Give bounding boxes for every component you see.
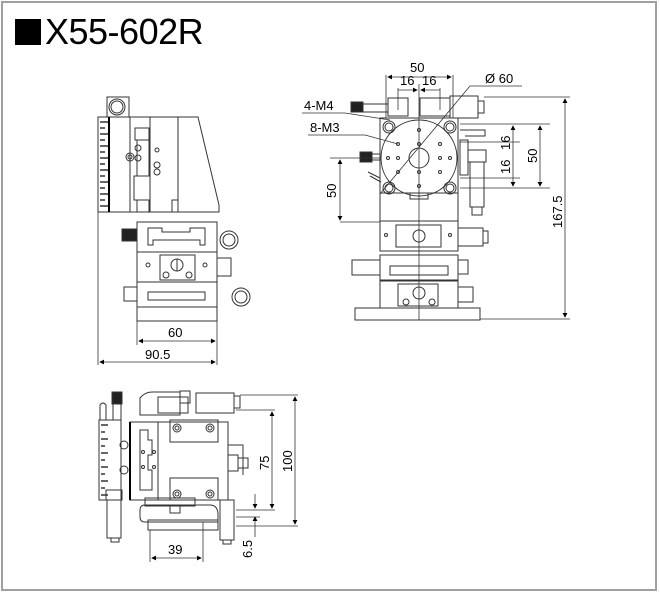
dim-hole-spacing-left: 16 bbox=[400, 73, 414, 88]
dim-offset-width: 39 bbox=[168, 542, 182, 557]
side-view-dimension-lines bbox=[97, 212, 218, 365]
dim-right-spacing-lower: 16 bbox=[498, 160, 513, 174]
dim-hole-spacing-total: 50 bbox=[410, 60, 424, 75]
title-square-marker bbox=[15, 19, 41, 45]
dim-overall-width: 90.5 bbox=[145, 347, 170, 362]
dim-overall-height: 167.5 bbox=[550, 195, 565, 228]
side-view bbox=[97, 96, 251, 322]
dim-offset-bottom: 6.5 bbox=[240, 540, 255, 558]
dim-height-to-center: 50 bbox=[324, 184, 339, 198]
dim-overall-height-top: 100 bbox=[280, 450, 295, 472]
dim-right-spacing-upper: 16 bbox=[498, 136, 513, 150]
front-view-dimension-lines bbox=[302, 74, 570, 320]
dim-right-spacing-total: 50 bbox=[525, 149, 540, 163]
top-view-dimension-lines bbox=[149, 394, 298, 562]
model-name: X55-602R bbox=[45, 11, 204, 52]
label-tapped-holes-m4: 4-M4 bbox=[304, 98, 334, 113]
front-view bbox=[350, 95, 489, 321]
dim-diameter: Ø 60 bbox=[485, 71, 513, 86]
top-view bbox=[98, 390, 249, 545]
label-tapped-holes-m3: 8-M3 bbox=[310, 120, 340, 135]
dim-inner-height: 75 bbox=[257, 456, 272, 470]
page-title: X55-602R bbox=[15, 11, 204, 52]
dim-base-width: 60 bbox=[168, 325, 182, 340]
dim-hole-spacing-right: 16 bbox=[422, 73, 436, 88]
